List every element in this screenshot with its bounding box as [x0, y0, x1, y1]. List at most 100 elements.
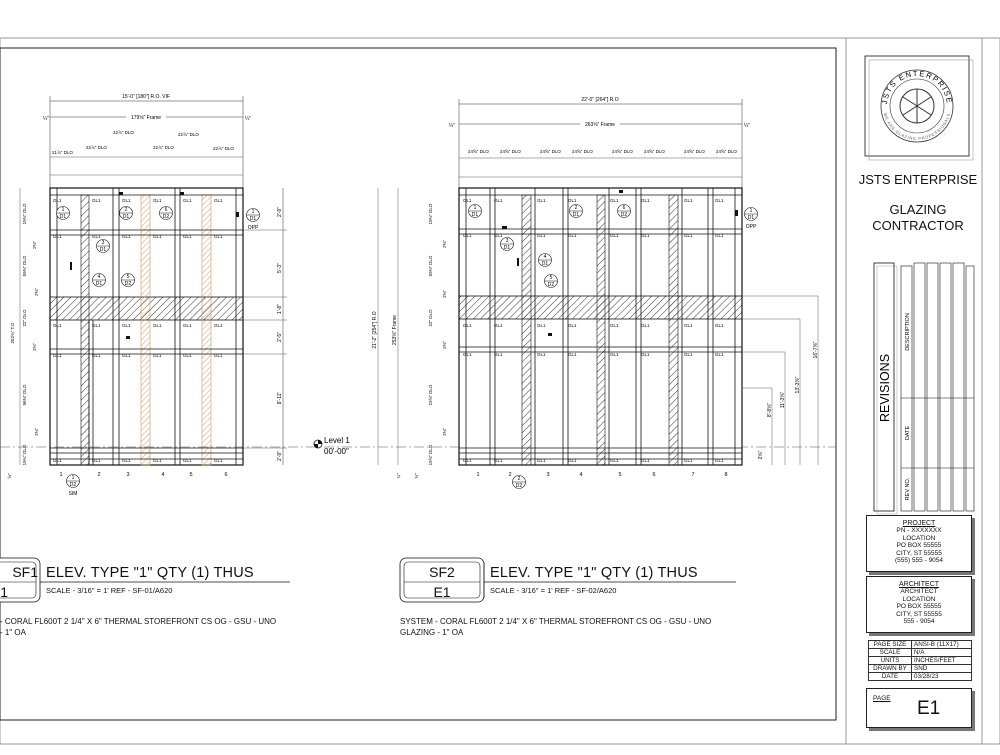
svg-text:DATE: DATE — [905, 426, 911, 441]
svg-text:1: 1 — [252, 209, 255, 215]
glass-label: GL1 — [122, 234, 131, 239]
sf1-callout-sim: 1 D2 SIM — [66, 474, 80, 497]
glass-label: GL1 — [610, 233, 619, 238]
glass-label: GL1 — [715, 198, 724, 203]
glass-label: GL1 — [183, 353, 192, 358]
svg-text:4: 4 — [161, 472, 164, 478]
svg-text:D1: D1 — [472, 212, 479, 218]
sf1-dlo-4: 22⅞" DLO — [153, 145, 174, 150]
svg-text:3: 3 — [102, 240, 105, 246]
svg-text:8'-8⅝": 8'-8⅝" — [767, 403, 773, 417]
svg-text:16'-7⅝": 16'-7⅝" — [813, 341, 819, 358]
sf2-callout-bottom: 2 D2 — [512, 475, 526, 489]
glass-label: GL1 — [122, 353, 131, 358]
svg-text:24⅝" DLO: 24⅝" DLO — [644, 149, 665, 154]
svg-text:24⅝" DLO: 24⅝" DLO — [684, 149, 705, 154]
svg-text:2⅜": 2⅜" — [32, 343, 37, 351]
glass-label: GL1 — [153, 353, 162, 358]
architect-box: ARCHITECT ARCHITECT LOCATION PO BOX 5555… — [866, 576, 972, 633]
svg-text:¼": ¼" — [43, 116, 49, 122]
sf1-tag-top: SF1 — [12, 564, 38, 580]
glass-label: GL1 — [568, 233, 577, 238]
project-line: PO BOX 55555 — [896, 542, 942, 549]
svg-text:D1: D1 — [542, 261, 549, 267]
glass-label: GL1 — [684, 198, 693, 203]
svg-text:D2: D2 — [621, 212, 628, 218]
sf1-frame-dim: 179⅝" Frame — [131, 115, 161, 121]
glass-label: GL1 — [494, 198, 503, 203]
project-line: (555) 555 - 9054 — [894, 557, 944, 564]
firm-name: JSTS ENTERPRISE — [858, 172, 978, 187]
sf2-callout-6: 6 D2 — [617, 204, 631, 218]
svg-text:D1: D1 — [100, 247, 107, 253]
glass-label: GL1 — [568, 352, 577, 357]
sf1-callout-2: 2 D1 — [119, 206, 133, 220]
svg-text:13'-3⅝": 13'-3⅝" — [795, 376, 801, 393]
svg-text:1: 1 — [62, 207, 65, 213]
glass-label: GL1 — [153, 234, 162, 239]
architect-line: 555 - 9054 — [903, 618, 935, 625]
svg-text:D2: D2 — [516, 483, 523, 489]
glass-label: GL1 — [715, 323, 724, 328]
glass-label: GL1 — [122, 458, 131, 463]
sf1-dlo-1: 21⅞" DLO — [52, 150, 73, 155]
glass-label: GL1 — [610, 352, 619, 357]
sf1-callout-5: 5 D2 — [121, 273, 135, 287]
glass-label: GL1 — [537, 323, 546, 328]
sf1-system-line-1: - CORAL FL600T 2 1/4" X 6" THERMAL STORE… — [0, 617, 277, 626]
glass-label: GL1 — [122, 323, 131, 328]
svg-text:24⅝" DLO: 24⅝" DLO — [468, 149, 489, 154]
glass-label: GL1 — [537, 458, 546, 463]
svg-text:5: 5 — [127, 274, 130, 280]
glass-label: GL1 — [92, 198, 101, 203]
svg-text:24⅝" DLO: 24⅝" DLO — [540, 149, 561, 154]
svg-text:D1: D1 — [573, 212, 580, 218]
sf2-overall-dim: 22'-0" [264"] R.O — [581, 97, 618, 103]
svg-text:2: 2 — [97, 472, 100, 478]
glass-label: GL1 — [214, 353, 223, 358]
glass-label: GL1 — [53, 323, 62, 328]
sf1-overall-dim: 15'-0" [180"] R.O. VIF — [122, 94, 170, 100]
svg-text:2⅜": 2⅜" — [442, 341, 447, 349]
svg-text:DESCRIPTION: DESCRIPTION — [905, 313, 911, 351]
revisions-table: REVISIONS DESCRIPTION DATE REV NO. — [873, 262, 975, 515]
svg-text:252¾" T.O: 252¾" T.O — [10, 322, 15, 344]
svg-text:D1: D1 — [96, 281, 103, 287]
svg-text:19⅝" DLO: 19⅝" DLO — [428, 384, 433, 405]
glass-label: GL1 — [463, 198, 472, 203]
svg-text:D1: D1 — [60, 214, 67, 220]
level-marker: Level 1 00'-00" — [313, 436, 350, 456]
glass-label: GL1 — [92, 458, 101, 463]
svg-text:5: 5 — [189, 472, 192, 478]
sf1-callout-3: 3 D1 — [96, 239, 110, 253]
svg-text:8: 8 — [724, 472, 727, 478]
glass-label: GL1 — [494, 352, 503, 357]
sf1-callout-4: 4 D1 — [92, 273, 106, 287]
sf2-callout-3: 3 D1 — [500, 237, 514, 251]
sf2-system-line-1: SYSTEM - CORAL FL600T 2 1/4" X 6" THERMA… — [400, 617, 712, 626]
svg-text:2: 2 — [575, 205, 578, 211]
svg-text:19⅝" DLO: 19⅝" DLO — [428, 444, 433, 465]
glass-label: GL1 — [92, 234, 101, 239]
glass-label: GL1 — [214, 458, 223, 463]
svg-text:1'-8": 1'-8" — [277, 304, 283, 314]
svg-text:OPP: OPP — [248, 225, 259, 231]
svg-text:6: 6 — [224, 472, 227, 478]
sf2-callout-opp: 1 D1 OPP — [744, 207, 758, 230]
glass-label: GL1 — [537, 352, 546, 357]
glass-label: GL1 — [715, 233, 724, 238]
svg-text:3: 3 — [506, 238, 509, 244]
svg-text:19¾" DLO: 19¾" DLO — [22, 444, 27, 465]
svg-text:¼": ¼" — [449, 123, 455, 129]
sf2-title: ELEV. TYPE "1" QTY (1) THUS — [490, 565, 698, 581]
glass-label: GL1 — [641, 323, 650, 328]
svg-text:2⅜": 2⅜" — [34, 288, 39, 296]
svg-text:5: 5 — [550, 275, 553, 281]
contractor-line-1: GLAZING — [889, 202, 947, 217]
svg-text:24⅝" DLO: 24⅝" DLO — [500, 149, 521, 154]
